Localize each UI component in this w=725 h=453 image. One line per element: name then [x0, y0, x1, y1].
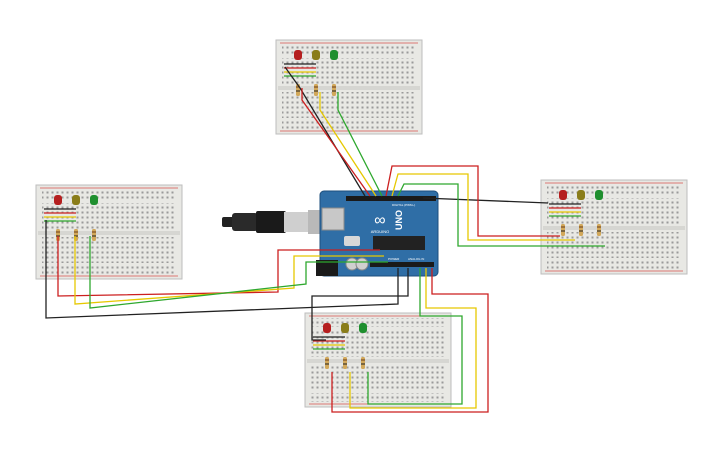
wire-green-top	[337, 92, 383, 197]
resistor	[92, 229, 96, 241]
wire-green-left	[89, 236, 388, 309]
wire-red-top	[301, 88, 371, 197]
led-green	[330, 50, 338, 60]
wire-black-left	[45, 220, 399, 319]
led-yellow	[312, 50, 320, 60]
rail-holes	[547, 260, 681, 269]
rail-holes	[547, 185, 681, 194]
rail-holes	[282, 120, 416, 129]
led-red	[323, 323, 331, 333]
resistor	[561, 224, 565, 236]
center-channel	[38, 231, 180, 235]
led-red	[294, 50, 302, 60]
center-channel	[307, 359, 449, 363]
led-green	[595, 190, 603, 200]
terminal-holes	[547, 232, 681, 258]
wire-red-right	[385, 165, 560, 237]
resistor	[579, 224, 583, 236]
wire-red-left	[57, 236, 380, 297]
wire-yellow-right	[391, 173, 575, 241]
digital-header-label: DIGITAL (PWM~)	[392, 203, 415, 207]
wire-yellow-bottom	[349, 268, 477, 409]
center-channel	[278, 86, 420, 90]
wire-black-right	[422, 197, 549, 204]
terminal-holes	[282, 58, 416, 84]
rail-holes	[311, 318, 445, 327]
wire-green-bottom	[367, 268, 463, 405]
wire-black-top	[284, 66, 366, 197]
resistor	[314, 84, 318, 96]
wire-black-bottom	[311, 268, 409, 341]
terminal-holes	[311, 331, 445, 357]
led-green	[359, 323, 367, 333]
terminal-holes	[42, 203, 176, 229]
breadboard-top	[275, 39, 423, 135]
breadboard-left	[35, 184, 183, 280]
led-yellow	[72, 195, 80, 205]
arduino-logo: ∞	[374, 212, 385, 229]
center-channel	[543, 226, 685, 230]
led-red	[559, 190, 567, 200]
arduino-model-label: UNO	[394, 210, 404, 230]
power-header-label: POWER	[388, 257, 400, 261]
wires	[45, 66, 605, 413]
analog-header-label: ANALOG IN	[408, 257, 424, 261]
usb-cable	[222, 210, 324, 234]
led-red	[54, 195, 62, 205]
arduino-brand-label: ARDUINO	[371, 229, 389, 234]
terminal-holes	[42, 237, 176, 263]
wire-yellow-left	[74, 236, 384, 305]
led-yellow	[341, 323, 349, 333]
arduino-uno-board: ∞ UNO ARDUINO POWER ANALOG IN DIGITAL (P…	[316, 190, 439, 277]
wire-red-bottom	[331, 268, 489, 413]
rail-holes	[42, 190, 176, 199]
wire-green-right	[397, 183, 605, 247]
resistor	[332, 84, 336, 96]
resistor	[361, 357, 365, 369]
wire-yellow-top	[319, 92, 377, 197]
led-yellow	[577, 190, 585, 200]
resistor	[597, 224, 601, 236]
rail-holes	[311, 393, 445, 402]
terminal-holes	[547, 198, 681, 224]
terminal-holes	[311, 365, 445, 391]
rail-holes	[42, 265, 176, 274]
resistor	[325, 357, 329, 369]
breadboard-right	[540, 179, 688, 275]
rail-holes	[282, 45, 416, 54]
resistor	[343, 357, 347, 369]
led-green	[90, 195, 98, 205]
breadboard-bottom	[304, 312, 452, 408]
